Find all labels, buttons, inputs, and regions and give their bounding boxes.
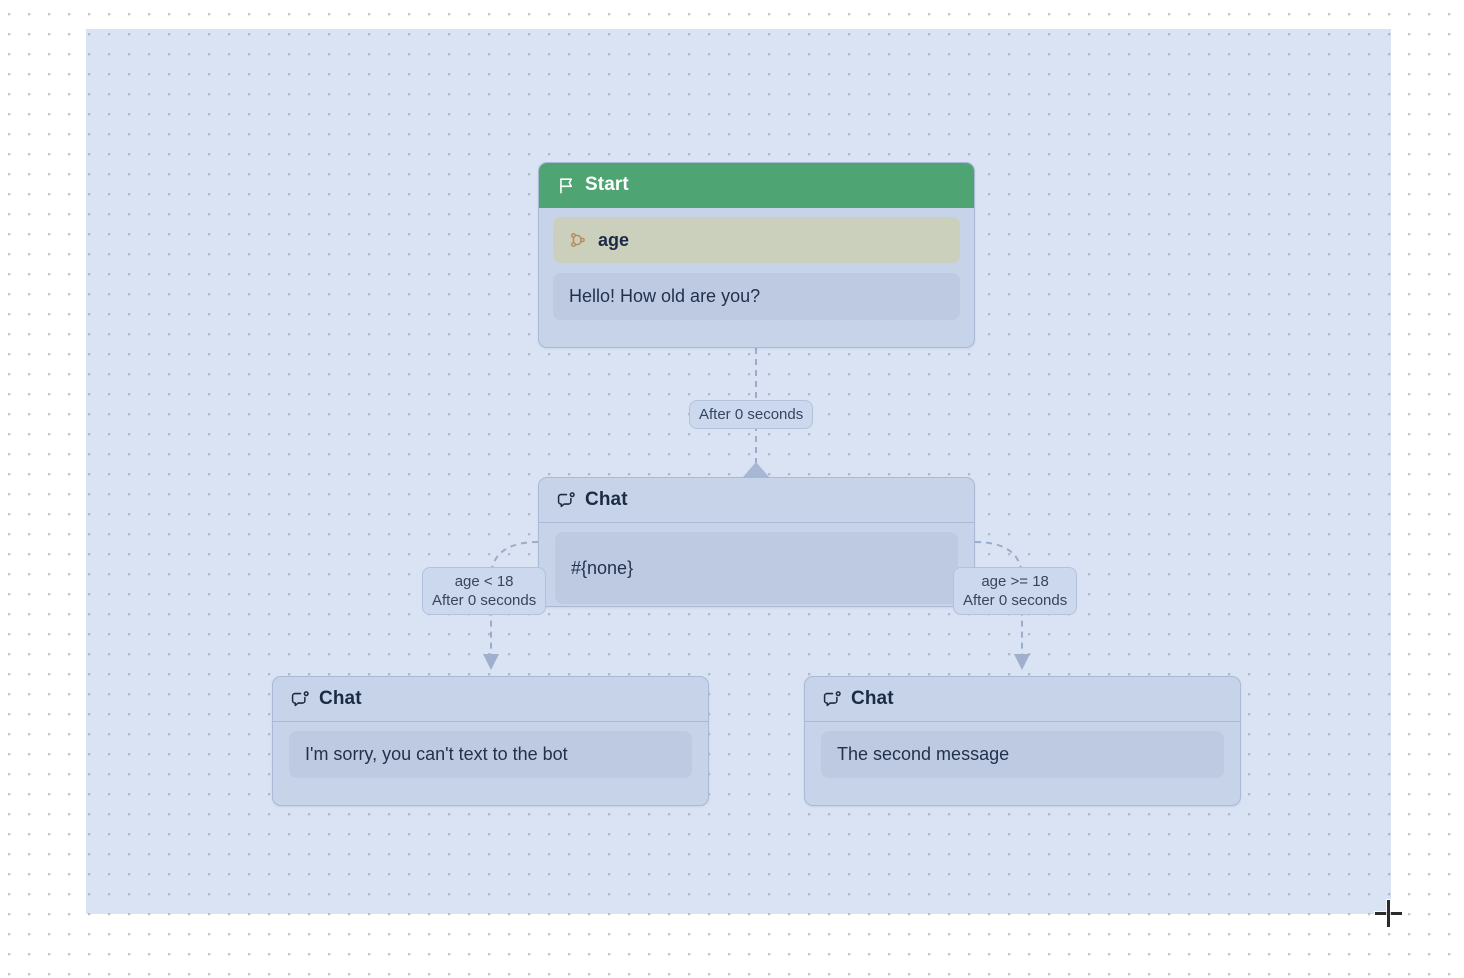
chat-bubble-icon xyxy=(823,690,842,709)
edge-label-start-to-chat[interactable]: After 0 seconds xyxy=(689,400,814,429)
edge-label-line: After 0 seconds xyxy=(699,406,804,423)
edge-end-arrow-left-icon xyxy=(483,654,499,670)
edge-label-chat-to-right[interactable]: age >= 18 After 0 seconds xyxy=(953,567,1078,615)
node-start-title: Start xyxy=(585,174,629,195)
edge-end-arrow-right-icon xyxy=(1014,654,1030,670)
edge-label-delay: After 0 seconds xyxy=(432,592,537,609)
message-bubble-chat-main[interactable]: #{none} xyxy=(555,532,958,604)
node-chat-left-body: I'm sorry, you can't text to the bot xyxy=(273,722,708,794)
flag-icon xyxy=(557,176,576,195)
edge-label-delay: After 0 seconds xyxy=(963,592,1068,609)
variable-row-age[interactable]: age xyxy=(553,217,960,263)
node-chat-main-title: Chat xyxy=(585,489,628,510)
crosshair-horizontal-bar xyxy=(1375,911,1402,915)
node-chat-left[interactable]: Chat I'm sorry, you can't text to the bo… xyxy=(272,676,709,806)
node-chat-right-title: Chat xyxy=(851,688,894,709)
edge-label-chat-to-left[interactable]: age < 18 After 0 seconds xyxy=(422,567,547,615)
node-chat-main[interactable]: Chat #{none} xyxy=(538,477,975,607)
node-chat-right-body: The second message xyxy=(805,722,1240,794)
node-chat-left-header[interactable]: Chat xyxy=(273,677,708,722)
message-bubble-chat-left[interactable]: I'm sorry, you can't text to the bot xyxy=(289,731,692,778)
message-bubble-chat-right[interactable]: The second message xyxy=(821,731,1224,778)
node-start-body: age Hello! How old are you? xyxy=(539,208,974,334)
node-chat-right[interactable]: Chat The second message xyxy=(804,676,1241,806)
crosshair-vertical-bar xyxy=(1386,900,1390,927)
chat-bubble-icon xyxy=(291,690,310,709)
node-chat-right-header[interactable]: Chat xyxy=(805,677,1240,722)
message-bubble-start[interactable]: Hello! How old are you? xyxy=(553,273,960,320)
chat-bubble-icon xyxy=(557,491,576,510)
node-chat-main-body: #{none} xyxy=(539,523,974,606)
edge-label-condition: age >= 18 xyxy=(981,573,1049,590)
branch-icon xyxy=(569,231,587,249)
variable-name-label: age xyxy=(598,229,630,250)
node-chat-left-title: Chat xyxy=(319,688,362,709)
crosshair-cursor xyxy=(1375,900,1402,927)
node-start[interactable]: Start age Hello! How old are you? xyxy=(538,162,975,348)
edge-label-condition: age < 18 xyxy=(454,573,514,590)
node-chat-main-header[interactable]: Chat xyxy=(539,478,974,523)
node-start-header[interactable]: Start xyxy=(539,163,974,208)
